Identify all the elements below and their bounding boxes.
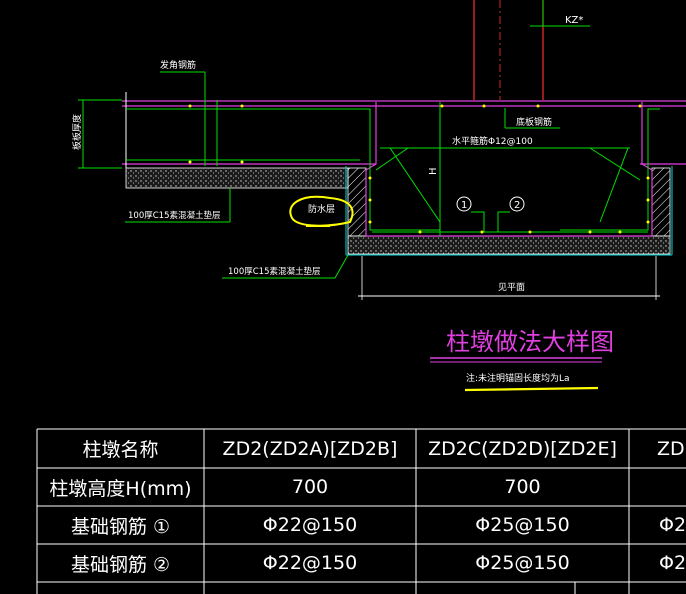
table-cell-rebar1-c1: Φ22@150 (262, 514, 358, 536)
cushion-2-leader (222, 254, 349, 279)
table-cell-height-c1: 700 (291, 476, 329, 498)
drawing-title: 柱墩做法大样图 (446, 328, 614, 356)
slab-thickness-label: 板板厚度 (71, 114, 83, 150)
table-row-label-rebar-1: 基础钢筋 ① (70, 515, 171, 538)
cushion-left-label: 100厚C15素混凝土垫层 (128, 210, 220, 221)
table-row-label-height: 柱墩高度H(mm) (49, 477, 192, 500)
table-cell-rebar2-c2: Φ25@150 (475, 552, 570, 574)
table-cell-name-c3: ZD (657, 437, 685, 460)
pit-wall-right (651, 167, 671, 237)
marker-1-leader (471, 211, 485, 232)
table-cell-name-c2: ZD2C(ZD2D)[ZD2E] (428, 437, 617, 460)
cushion-left (125, 167, 349, 189)
table-cell-height-c2: 700 (504, 476, 541, 498)
table-cell-rebar2-c3: Φ2 (659, 552, 686, 574)
table-cell-name-c1: ZD2(ZD2A)[ZD2B] (222, 437, 398, 460)
marker-2-leader (497, 211, 510, 232)
pit-rebar-right (560, 108, 660, 231)
width-dimension-label: 见平面 (498, 282, 525, 293)
note-underline-yellow (464, 386, 599, 392)
pit-concrete-outline (365, 102, 653, 237)
table-grid (36, 428, 686, 594)
slab-rebar-dots (188, 104, 642, 164)
pit-rebar-left (360, 108, 440, 231)
horizontal-stirrup-label: 水平箍筋Φ12@100 (452, 135, 533, 147)
drawing-note: 注:未注明锚固长度均为La (466, 372, 570, 384)
marker-2-label: 2 (514, 200, 520, 211)
table-row-label-rebar-2: 基础钢筋 ② (70, 553, 171, 576)
cushion-2-label: 100厚C15素混凝土垫层 (228, 266, 320, 277)
marker-2-circle (509, 196, 525, 212)
diagonal-rebar-left-1 (389, 147, 441, 223)
table-cell-rebar1-c3: Φ2 (659, 514, 686, 536)
pit-bottom-cushion (347, 235, 671, 255)
h-dimension-label: H (428, 167, 439, 175)
bottom-rebar-label: 底板钢筋 (516, 116, 552, 128)
marker-1-label: 1 (461, 200, 467, 211)
table-cell-rebar2-c1: Φ22@150 (262, 552, 358, 574)
top-rebar-label: 发角钢筋 (160, 59, 196, 71)
diagonal-rebar-left-3 (375, 147, 409, 171)
diagonal-rebar-right-2 (589, 147, 641, 181)
table-cell-rebar1-c2: Φ25@150 (475, 514, 570, 536)
kz-label: KZ* (565, 15, 583, 26)
pit-rebar-dots (368, 176, 650, 234)
pit-wall-left (347, 167, 367, 237)
marker-1-circle (456, 196, 472, 212)
diagonal-rebar-right-1 (599, 147, 629, 223)
waterproof-label: 防水层 (308, 203, 335, 215)
table-row-label-name: 柱墩名称 (82, 439, 159, 461)
